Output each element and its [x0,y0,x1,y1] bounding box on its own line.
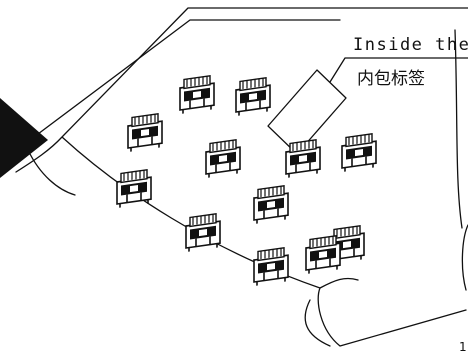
inside-label-chinese: 内包标签 [357,69,425,89]
connectors-group [116,74,377,286]
page-number: 1 [459,340,467,354]
connector-7 [116,168,152,208]
inside-label-english: Inside the [353,35,468,55]
bag-inner-fold [27,149,76,196]
connector-6 [341,132,377,172]
connector-12 [305,234,341,274]
bag-bottom-curve [304,299,331,347]
connector-11 [253,246,289,286]
connector-8 [253,184,289,224]
connector-4 [205,138,241,178]
connector-1 [179,74,215,114]
connector-9 [185,212,221,252]
connector-2 [235,76,271,116]
label-sticker [267,69,347,155]
bag-seam-right [454,29,463,229]
connector-5 [285,138,321,178]
bag-seam-top [29,19,341,141]
bag-outline [15,7,468,347]
leader-line [329,57,468,83]
insertion-arrow [0,98,48,178]
connector-3 [127,112,163,152]
